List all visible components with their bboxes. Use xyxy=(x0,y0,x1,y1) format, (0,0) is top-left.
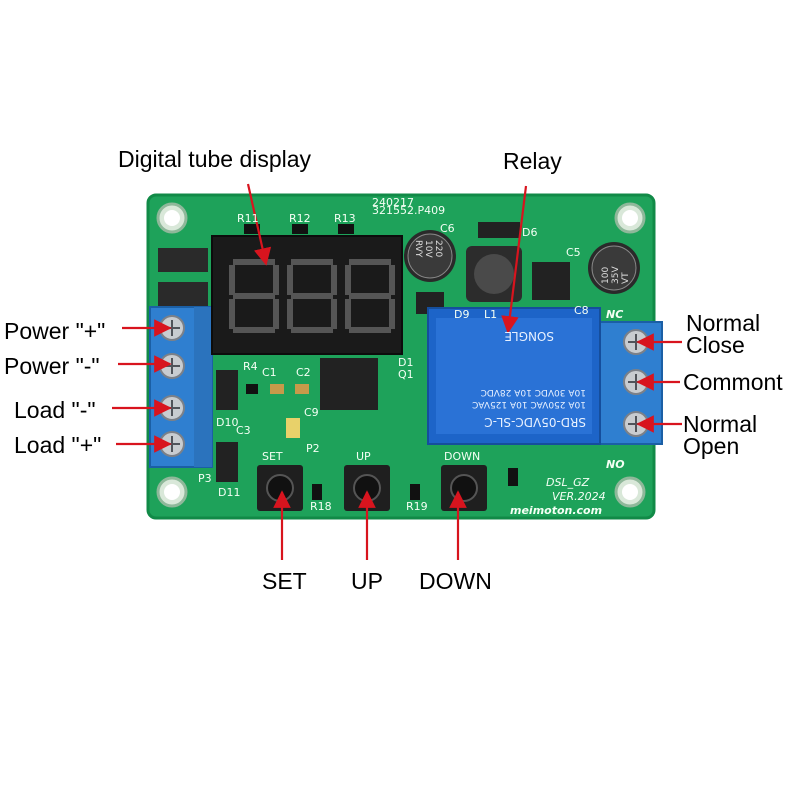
capacitor-right xyxy=(588,242,640,294)
ref-c8: C8 xyxy=(574,304,589,317)
smd-component xyxy=(338,224,354,234)
mounting-hole-icon xyxy=(156,202,188,234)
digital-tube-display xyxy=(211,235,403,355)
diode-component xyxy=(478,222,520,238)
ref-d1: D1 xyxy=(398,356,413,369)
batch-1: 240217 xyxy=(372,196,414,209)
relay-brand: SONGLE xyxy=(504,329,554,343)
ref-p3: P3 xyxy=(198,472,212,485)
cap-right-voltage: 35V xyxy=(611,266,621,284)
ref-d11: D11 xyxy=(218,486,240,499)
ref-c2: C2 xyxy=(296,366,311,379)
cap-right-brand: VT xyxy=(621,272,631,284)
silk-version: VER.2024 xyxy=(552,490,606,503)
ref-l1: L1 xyxy=(484,308,497,321)
label-power-minus: Power "-" xyxy=(4,353,100,379)
silk-down: DOWN xyxy=(444,450,480,463)
label-normal-close-line1: Normal xyxy=(686,310,761,336)
label-load-minus: Load "-" xyxy=(14,397,96,423)
silk-no: NO xyxy=(606,458,625,471)
smd-component xyxy=(295,384,309,394)
ref-q1: Q1 xyxy=(398,368,414,381)
label-up: UP xyxy=(351,568,383,594)
mounting-hole-icon xyxy=(614,476,646,508)
diode-component xyxy=(216,370,238,410)
smd-component xyxy=(292,224,308,234)
ref-r18: R18 xyxy=(310,500,332,513)
ref-r19: R19 xyxy=(406,500,428,513)
label-relay: Relay xyxy=(503,148,562,174)
arrow-relay xyxy=(501,185,528,334)
ref-r11: R11 xyxy=(237,212,259,225)
mounting-hole-icon xyxy=(156,476,188,508)
label-commont: Commont xyxy=(683,369,783,395)
cap-left-brand: RVY xyxy=(413,240,423,258)
label-power-plus: Power "+" xyxy=(4,318,106,344)
label-down: DOWN xyxy=(419,568,492,594)
label-normal-close-line2: Close xyxy=(686,332,745,358)
label-digital-tube-display: Digital tube display xyxy=(118,146,312,172)
mounting-hole-icon xyxy=(614,202,646,234)
label-load-plus: Load "+" xyxy=(14,432,102,458)
smd-component xyxy=(270,384,284,394)
cap-left-voltage: 10V xyxy=(423,240,433,258)
diode-component xyxy=(158,282,208,306)
ref-c9: C9 xyxy=(304,406,319,419)
cap-right-value: 100 xyxy=(601,267,611,284)
silk-model: DSL_GZ xyxy=(546,476,590,489)
smd-component xyxy=(312,484,322,500)
diode-component xyxy=(216,442,238,482)
ref-d10: D10 xyxy=(216,416,238,429)
ref-d6: D6 xyxy=(522,226,537,239)
silk-up: UP xyxy=(356,450,371,463)
smd-component xyxy=(246,384,258,394)
relay-rating-2: 10A 30VDC 10A 28VDC xyxy=(481,387,586,397)
silk-website: meimoton.com xyxy=(510,504,602,517)
ref-r12: R12 xyxy=(289,212,311,225)
ref-r13: R13 xyxy=(334,212,356,225)
ref-c3: C3 xyxy=(236,424,251,437)
capacitor-left xyxy=(404,230,456,282)
label-normal-open-line1: Normal xyxy=(683,411,758,437)
batch-2: 321552.P409 xyxy=(372,204,445,217)
ref-r4: R4 xyxy=(243,360,258,373)
silk-set: SET xyxy=(262,450,283,463)
ic-chip xyxy=(320,358,378,410)
smd-component xyxy=(286,418,300,438)
ref-d9: D9 xyxy=(454,308,469,321)
relay-rating-1: 10A 250VAC 10A 125VAC xyxy=(472,399,586,409)
inductor-core xyxy=(474,254,514,294)
label-set: SET xyxy=(262,568,307,594)
silk-nc: NC xyxy=(606,308,623,321)
diode-component xyxy=(158,248,208,272)
ref-c6: C6 xyxy=(440,222,455,235)
ref-c5: C5 xyxy=(566,246,581,259)
ic-chip xyxy=(532,262,570,300)
relay-model: SRD-05VDC-SL-C xyxy=(484,415,586,429)
arrow-display xyxy=(246,183,272,266)
label-normal-open-line2: Open xyxy=(683,433,740,459)
smd-component xyxy=(244,224,260,234)
ref-c1: C1 xyxy=(262,366,277,379)
smd-component xyxy=(410,484,420,500)
cap-left-value: 220 xyxy=(433,240,443,257)
smd-component xyxy=(508,468,518,486)
ref-p2: P2 xyxy=(306,442,320,455)
